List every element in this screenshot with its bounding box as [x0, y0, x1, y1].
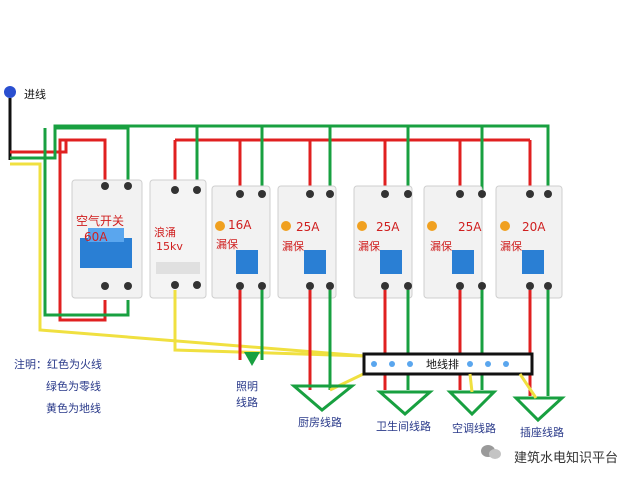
- main-breaker-rating: 60A: [84, 230, 108, 244]
- rcd-2-name: 漏保: [282, 240, 304, 253]
- watermark: 建筑水电知识平台: [513, 451, 618, 466]
- rcd-1-name: 漏保: [216, 238, 238, 251]
- kitchen-label: 厨房线路: [298, 416, 342, 429]
- note-earth: 黄色为地线: [46, 402, 101, 415]
- aircon-label: 空调线路: [452, 422, 496, 435]
- neutral-top-rail: [53, 124, 550, 190]
- terminals: [101, 182, 552, 290]
- breakers-rcd: [211, 185, 563, 299]
- rcd-2-rating: 25A: [296, 220, 320, 234]
- rcd-3-name: 漏保: [358, 240, 380, 253]
- kitchen-arrow: [289, 384, 357, 412]
- busbar-label: 地线排: [426, 358, 459, 371]
- note-live: 注明：红色为火线: [14, 358, 102, 371]
- bathroom-label: 卫生间线路: [376, 420, 431, 433]
- rcd-5-rating: 20A: [522, 220, 546, 234]
- busbar-earth-out: [468, 373, 474, 393]
- earth-in-wire: [10, 162, 366, 358]
- wechat-icon: [481, 445, 501, 459]
- breaker-surge: [149, 179, 207, 299]
- surge-rating: 15kv: [156, 240, 183, 253]
- rcd-4-name: 漏保: [430, 240, 452, 253]
- main-out-neutral: [43, 128, 130, 317]
- breaker-main: [71, 179, 143, 299]
- surge-earth-wire: [173, 290, 366, 358]
- surge-name: 浪涌: [154, 226, 176, 239]
- bathroom-arrow: [376, 390, 434, 416]
- busbar-earth-out-2: [518, 373, 538, 399]
- indicator-lights: [215, 221, 510, 231]
- aircon-arrow: [446, 390, 498, 417]
- main-breaker-name: 空气开关: [76, 214, 125, 228]
- socket-label: 插座线路: [520, 426, 564, 439]
- busbar-screws: [371, 361, 509, 367]
- source-terminal: [4, 86, 16, 98]
- earth-busbar: [362, 352, 534, 376]
- incoming-label: 进线: [24, 88, 46, 101]
- lighting-label-2: 线路: [236, 396, 258, 409]
- rcd-3-rating: 25A: [376, 220, 400, 234]
- main-out-live: [58, 138, 107, 322]
- neutral-in-wire: [10, 126, 130, 185]
- lighting-arrow: [244, 352, 260, 366]
- rcd-4-rating: 25A: [458, 220, 482, 234]
- lighting-label-1: 照明: [236, 380, 258, 393]
- top-drops: [173, 126, 532, 190]
- rcd-1-rating: 16A: [228, 218, 252, 232]
- socket-arrow: [512, 396, 566, 423]
- note-neutral: 绿色为零线: [46, 380, 101, 393]
- rcd-5-name: 漏保: [500, 240, 522, 253]
